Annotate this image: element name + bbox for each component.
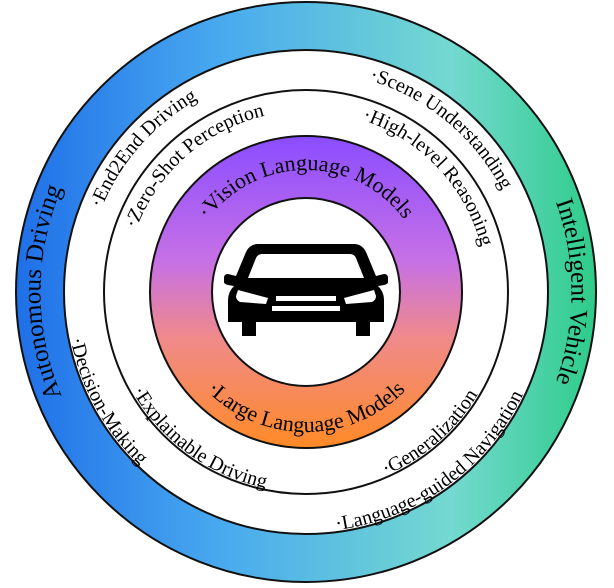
car-icon bbox=[224, 244, 388, 336]
